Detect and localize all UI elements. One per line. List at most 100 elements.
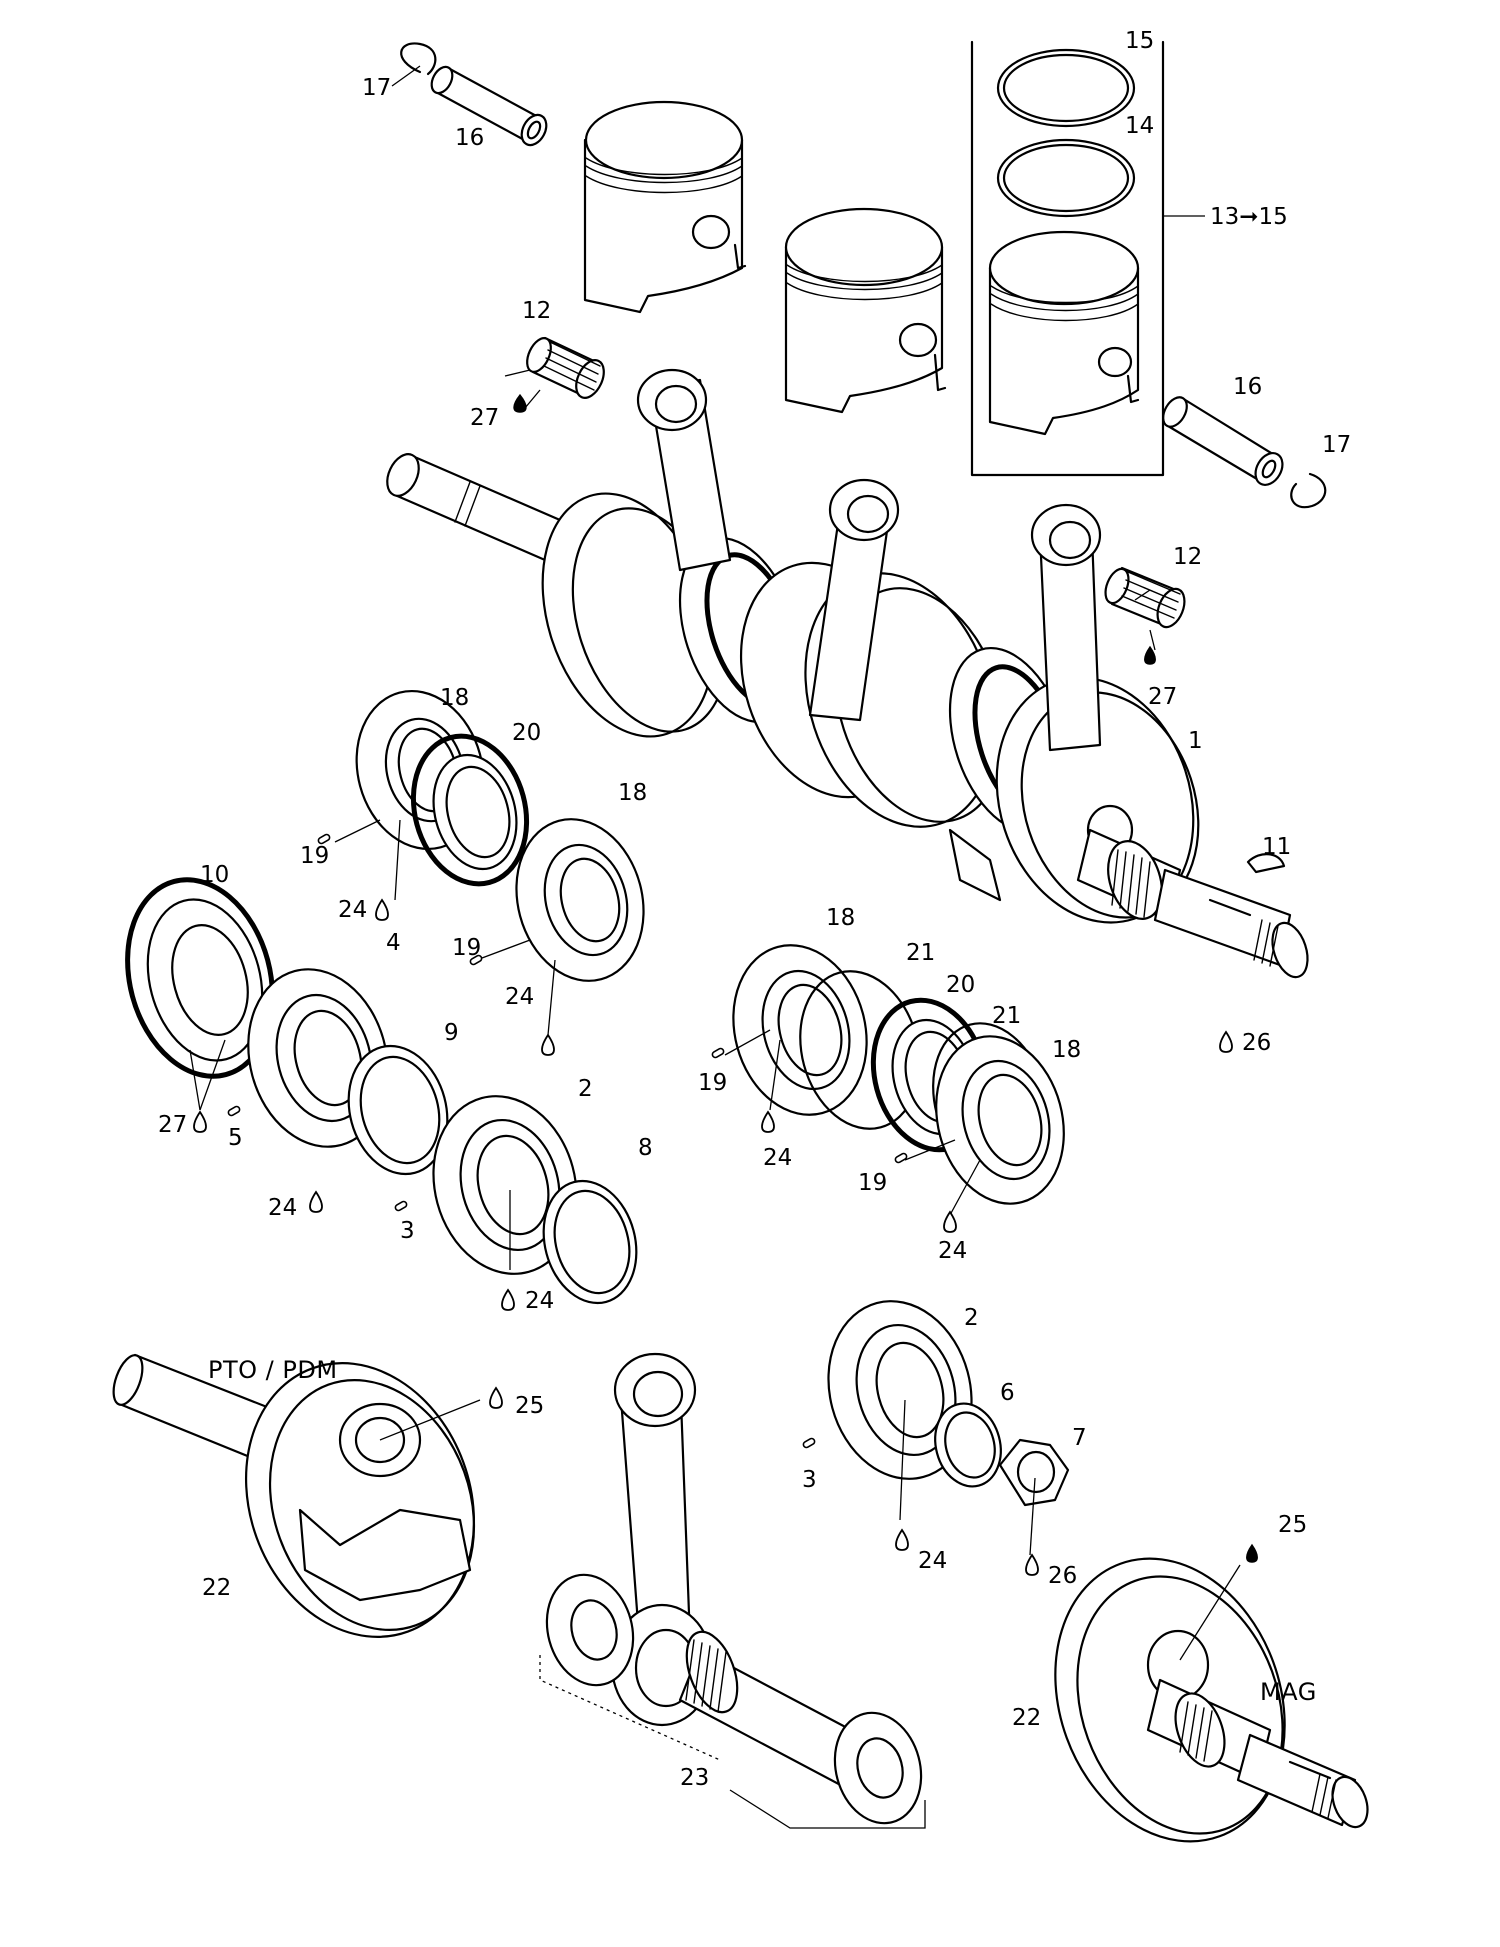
callout-20: 20 (946, 972, 975, 998)
callout-20: 20 (512, 720, 541, 746)
lubricant-drop-icon (375, 898, 389, 921)
lubricant-drop-icon (895, 1528, 909, 1551)
lubricant-drop-icon (943, 1210, 957, 1233)
callout-25: 25 (515, 1393, 544, 1419)
callout-27: 27 (1148, 684, 1177, 710)
thrust-washer (545, 1573, 635, 1687)
callout-5: 5 (228, 1125, 243, 1151)
washer (934, 1402, 1002, 1488)
callout-2: 2 (964, 1305, 979, 1331)
hex-nut (998, 1438, 1070, 1507)
callout-18: 18 (618, 780, 647, 806)
callout-16: 16 (1233, 374, 1262, 400)
leader-lines (189, 65, 1241, 1661)
callout-19: 19 (698, 1070, 727, 1096)
callout-19: 19 (300, 843, 329, 869)
locating-pins (227, 833, 908, 1449)
needle-bearing (1104, 566, 1186, 629)
callout-18: 18 (1052, 1037, 1081, 1063)
callout-21: 21 (992, 1003, 1021, 1029)
lubricant-drop-icon (1025, 1553, 1039, 1576)
callout-15: 15 (1125, 28, 1154, 54)
callout-21: 21 (906, 940, 935, 966)
callout-24: 24 (525, 1288, 554, 1314)
callout-24: 24 (268, 1195, 297, 1221)
circlip (400, 42, 437, 76)
thrust-washer (833, 1711, 923, 1825)
lubricant-drop-icon (1246, 1543, 1258, 1563)
bearing-seal-cluster-center (732, 944, 1065, 1205)
callout-27: 27 (158, 1112, 187, 1138)
lubricant-drop-icon (761, 1110, 775, 1133)
piston (988, 230, 1140, 436)
callout-8: 8 (638, 1135, 653, 1161)
mag-label: MAG (1260, 1678, 1317, 1706)
callout-12: 12 (522, 298, 551, 324)
piston-group (400, 40, 1327, 629)
ring-kit-box (970, 40, 1165, 477)
pto-crank-half (112, 1353, 476, 1638)
crankshaft (386, 368, 1309, 979)
oil-seal (125, 877, 275, 1079)
callout-24: 24 (918, 1548, 947, 1574)
callout-12: 12 (1173, 544, 1202, 570)
callout-22: 22 (1012, 1705, 1041, 1731)
callout-labels: 17 16 15 14 13➞15 12 27 16 17 12 27 1 18… (158, 28, 1351, 1791)
lubricant-drop-icon (1219, 1030, 1233, 1053)
oil-seal (410, 733, 530, 887)
callout-4: 4 (386, 930, 401, 956)
callout-22: 22 (202, 1575, 231, 1601)
callout-9: 9 (444, 1020, 459, 1046)
circlip (1290, 472, 1327, 509)
connecting-rod (808, 478, 900, 722)
callout-17: 17 (1322, 432, 1351, 458)
needle-bearing (526, 336, 605, 399)
piston (583, 100, 747, 314)
lubricant-drop-icon (541, 1033, 555, 1056)
callout-24: 24 (938, 1238, 967, 1264)
connecting-rod (636, 368, 732, 572)
callout-1: 1 (1188, 728, 1203, 754)
callout-27: 27 (470, 405, 499, 431)
callout-23: 23 (680, 1765, 709, 1791)
lubricant-drop-icon (513, 393, 527, 413)
callout-14: 14 (1125, 113, 1154, 139)
callout-18: 18 (440, 685, 469, 711)
callout-19: 19 (452, 935, 481, 961)
lubricant-drop-icon (309, 1190, 323, 1213)
callout-3: 3 (802, 1467, 817, 1493)
lubricant-drop-icon (193, 1110, 207, 1133)
piston (784, 207, 947, 414)
woodruff-key (1246, 853, 1286, 874)
connecting-rod (1030, 503, 1102, 752)
pto-label: PTO / PDM (208, 1356, 338, 1384)
callout-24: 24 (505, 984, 534, 1010)
lubricant-drop-icon (501, 1288, 515, 1311)
callout-7: 7 (1072, 1425, 1087, 1451)
callout-11: 11 (1262, 834, 1291, 860)
callout-24: 24 (763, 1145, 792, 1171)
callout-24: 24 (338, 897, 367, 923)
connecting-rod-kit (545, 1352, 923, 1825)
piston-pin (430, 65, 548, 147)
callout-13-15: 13➞15 (1210, 204, 1288, 230)
lubricant-drop-icon (489, 1386, 503, 1409)
mag-crank-half (1054, 1557, 1369, 1843)
callout-6: 6 (1000, 1380, 1015, 1406)
callout-25: 25 (1278, 1512, 1307, 1538)
callout-18: 18 (826, 905, 855, 931)
callout-19: 19 (858, 1170, 887, 1196)
callout-16: 16 (455, 125, 484, 151)
lower-details (112, 1300, 1369, 1843)
callout-2: 2 (578, 1076, 593, 1102)
ball-bearing (515, 818, 645, 982)
piston-pin (1162, 396, 1284, 486)
bearing-seal-cluster-left (125, 689, 645, 1305)
callout-17: 17 (362, 75, 391, 101)
callout-10: 10 (200, 862, 229, 888)
lubricant-drops (193, 393, 1258, 1576)
lubricant-drop-icon (1144, 645, 1156, 665)
callout-3: 3 (400, 1218, 415, 1244)
callout-26: 26 (1048, 1563, 1077, 1589)
